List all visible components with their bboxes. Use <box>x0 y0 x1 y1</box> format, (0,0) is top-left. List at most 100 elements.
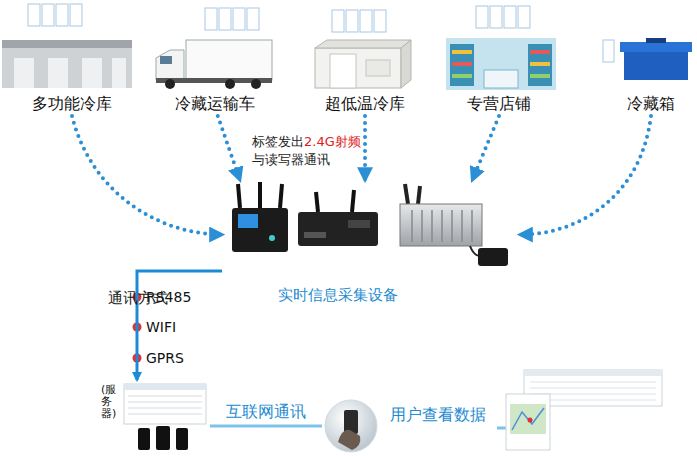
note-text: 标签发出 <box>252 133 304 151</box>
reader-device-3 <box>411 210 413 242</box>
refrigerated-truck <box>186 40 272 80</box>
cold-storage-building <box>82 58 102 88</box>
server-illustration <box>128 408 202 409</box>
tag-packs <box>490 6 502 28</box>
reader-device-2 <box>316 192 318 212</box>
signal-name: GPRS <box>146 349 184 367</box>
server-illustration <box>128 396 202 397</box>
cold-storage-building <box>112 58 126 88</box>
reader-device-1 <box>238 184 240 208</box>
reader-device-3 <box>412 210 472 242</box>
tag-packs <box>28 4 40 26</box>
vertical-label: 通讯方式 <box>108 290 123 307</box>
connector <box>218 116 240 180</box>
reader-device-3 <box>441 210 443 242</box>
store-interior <box>446 38 556 90</box>
reader-device-1 <box>238 214 258 228</box>
connector <box>472 116 499 180</box>
reader-device-3 <box>400 184 508 266</box>
tag-packs <box>205 8 217 30</box>
server-illustration <box>128 414 202 415</box>
tag-packs <box>247 8 259 30</box>
node-text: 超低温冷库 <box>302 94 428 114</box>
store-interior <box>530 50 550 54</box>
refrigerated-truck <box>165 79 175 89</box>
reader-device-1 <box>258 182 262 208</box>
server-illustration <box>124 384 206 390</box>
node-text: 多功能冷库 <box>2 94 142 114</box>
refrigerated-truck <box>251 79 261 89</box>
refrigerated-truck <box>156 50 184 80</box>
user-node: 用户查看数据 <box>322 398 497 454</box>
note-text: 与读写器通讯 <box>252 151 330 169</box>
user-screenshots <box>510 404 546 434</box>
node-text: 冷藏运输车 <box>145 94 285 114</box>
cold-storage-building <box>14 58 34 88</box>
server-node: (服务器) <box>98 380 210 454</box>
server-illustration <box>128 402 202 403</box>
reader-device-1 <box>280 184 282 208</box>
tag-packs <box>70 4 82 26</box>
note-text-highlight: 2.4G射频 <box>304 133 361 151</box>
user-screenshots <box>506 370 662 450</box>
site-node: 专营店铺 <box>437 4 561 116</box>
connector <box>137 271 222 380</box>
reader-device-3 <box>461 210 463 242</box>
tag-packs <box>346 10 358 32</box>
node-text: 实时信息采集设备 <box>278 286 398 305</box>
user-screenshots <box>530 382 656 383</box>
node-text: (服务器) <box>101 384 112 420</box>
reader-device-1 <box>232 208 288 252</box>
cold-storage-building <box>2 40 132 48</box>
user-phone-circle <box>325 400 377 452</box>
edge-label: 互联网通讯 <box>224 402 308 422</box>
ultra-low-freezer-room <box>330 54 356 88</box>
reader-device-3 <box>405 184 408 204</box>
connector <box>210 424 322 427</box>
reader-device-2 <box>352 190 354 212</box>
store-interior <box>530 74 550 78</box>
signal-name: RS485 <box>146 288 191 306</box>
cooler-box <box>646 38 666 43</box>
tag-packs <box>518 6 530 28</box>
connector <box>520 116 651 235</box>
store-interior <box>452 62 472 66</box>
connector <box>72 116 222 235</box>
user-phone-circle <box>325 400 377 452</box>
tag-packs <box>233 8 245 30</box>
tag-packs <box>360 10 372 32</box>
tag-packs <box>219 8 231 30</box>
server-illustration <box>128 396 202 414</box>
server-illustration <box>156 426 170 450</box>
cooler-box <box>620 42 692 52</box>
reader-device-3 <box>451 210 453 242</box>
site-node: 超低温冷库 <box>302 4 428 116</box>
refrigerated-truck <box>225 79 235 89</box>
site-node: 多功能冷库 <box>2 4 142 116</box>
tag-packs <box>374 10 386 32</box>
ultra-low-freezer-room <box>366 60 390 76</box>
user-screenshots <box>524 370 662 376</box>
user-screenshots <box>528 418 533 423</box>
server-illustration <box>124 384 206 450</box>
site-node: 冷藏运输车 <box>145 4 285 116</box>
ultra-low-freezer-room <box>315 40 411 48</box>
refrigerated-truck <box>160 56 172 64</box>
tag-packs <box>332 10 344 32</box>
reader-device-3 <box>471 210 473 242</box>
store-interior <box>452 74 472 78</box>
reader-device-3 <box>418 186 420 204</box>
reader-device-2 <box>348 220 370 228</box>
cold-storage-building <box>2 40 132 88</box>
store-interior <box>452 50 472 54</box>
user-screenshots <box>530 388 656 389</box>
ultra-low-freezer-room <box>315 48 401 88</box>
reader-device-1 <box>269 235 275 241</box>
reader-device-1 <box>232 182 288 252</box>
signal-name: WIFI <box>146 318 176 336</box>
reader-device-3 <box>478 248 508 266</box>
reader-device-3 <box>400 204 482 246</box>
store-interior <box>450 44 474 86</box>
site-node: 冷藏箱 <box>607 4 695 116</box>
